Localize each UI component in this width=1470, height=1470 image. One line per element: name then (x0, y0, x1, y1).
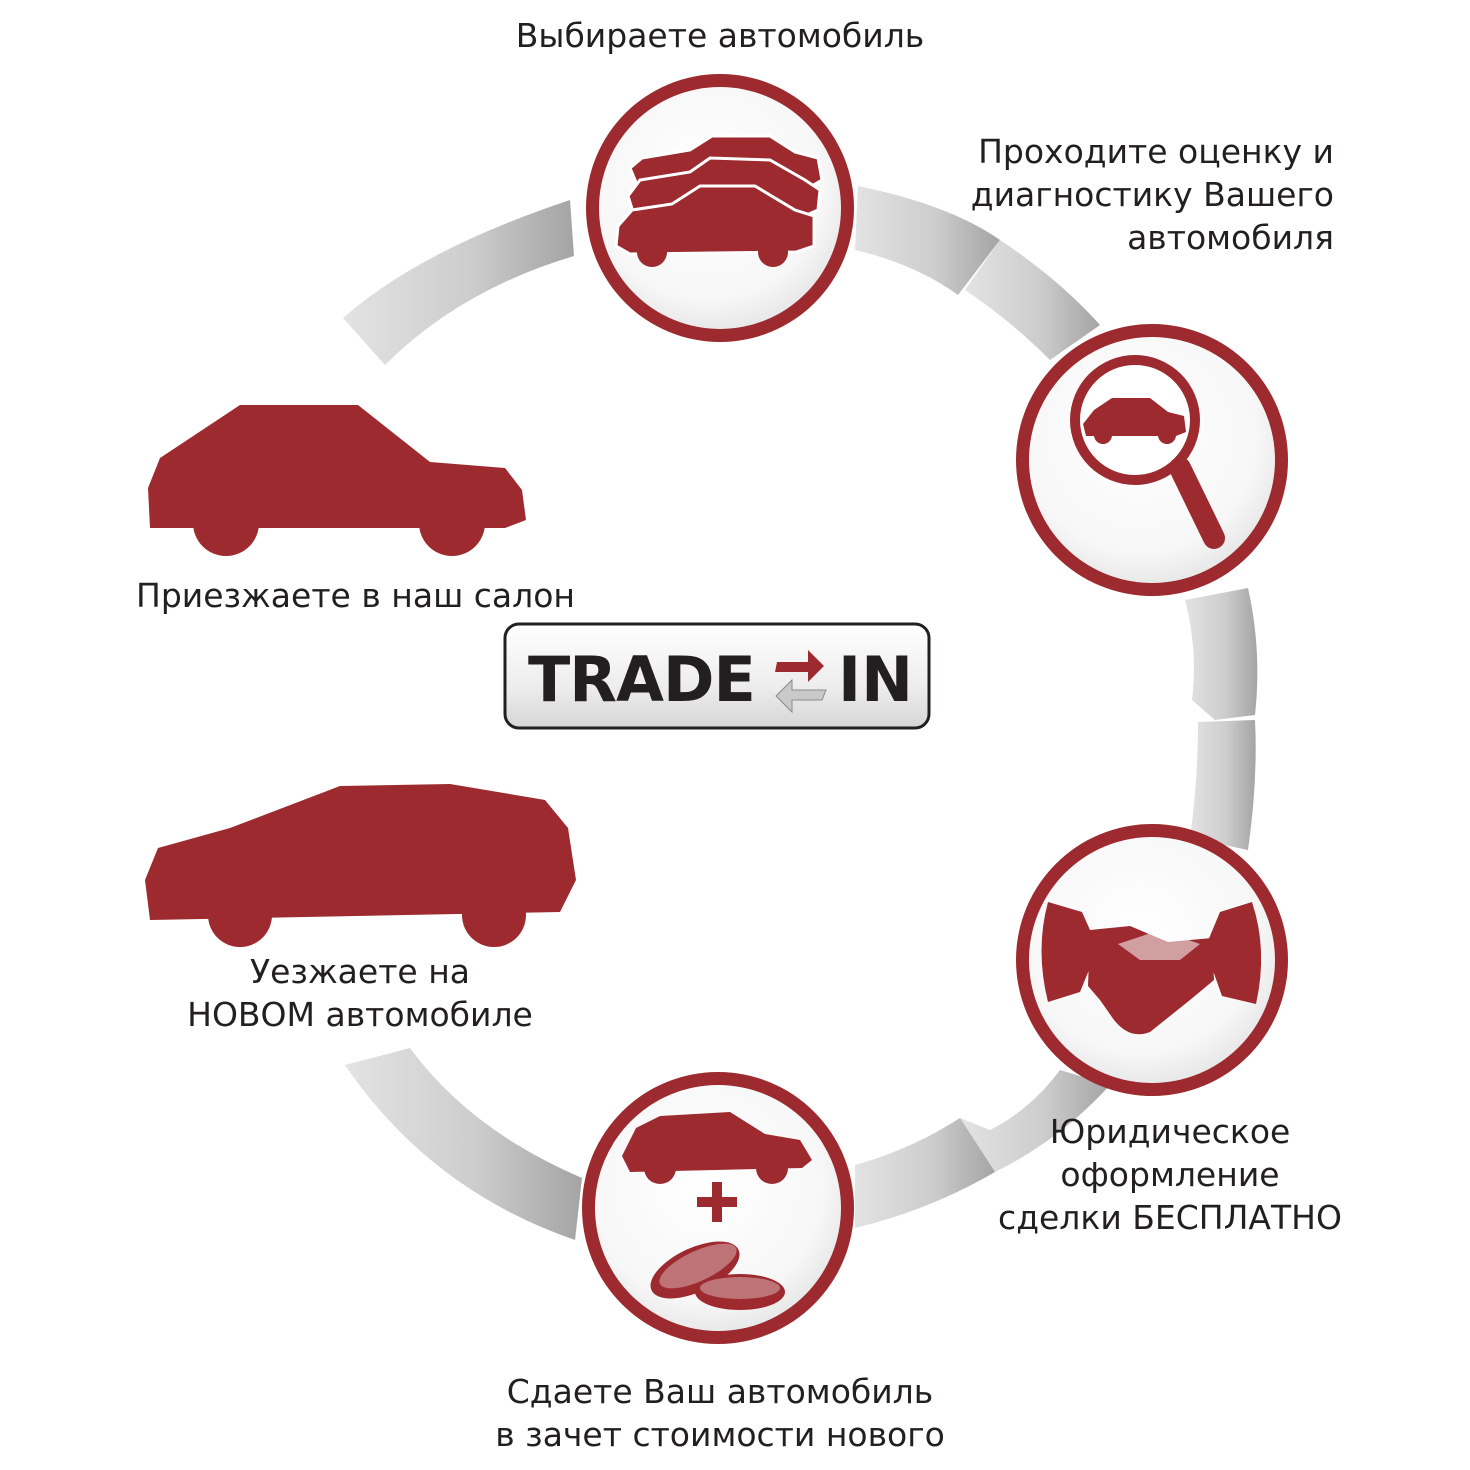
step-circle-evaluation (1016, 324, 1288, 596)
ring-arc-bottom-center (855, 1118, 995, 1228)
logo-text-right: IN (838, 643, 913, 716)
car-plus-coins-icon (622, 1112, 812, 1310)
suv-icon (145, 784, 576, 947)
step-circle-choose-car (586, 74, 854, 342)
step-label-line: Проходите оценку и (978, 132, 1334, 171)
step-label-legal: Юридическое оформление сделки БЕСПЛАТНО (960, 1110, 1380, 1239)
magnifier-car-icon (1070, 355, 1225, 549)
step-label-evaluation: Проходите оценку и диагностику Вашего ав… (900, 130, 1334, 259)
step-label-line: Юридическое (1049, 1112, 1291, 1151)
step-label-line: Сдаете Ваш автомобиль (506, 1372, 934, 1411)
ring-arc-right-upper (1185, 588, 1258, 720)
ring-arc-bottom-left (345, 1048, 582, 1240)
step-label-line: Приезжаете в наш салон (136, 576, 575, 615)
swap-arrows-icon (775, 650, 827, 714)
ring-arc-bottom-right (960, 1070, 1110, 1172)
trade-in-logo (503, 622, 931, 730)
step-label-line: Выбираете автомобиль (515, 16, 925, 55)
step-label-line: диагностику Вашего (970, 175, 1334, 214)
step-circle-legal (1016, 824, 1288, 1096)
step-label-choose-car: Выбираете автомобиль (420, 14, 1020, 57)
step-label-line: сделки БЕСПЛАТНО (998, 1198, 1342, 1237)
ring-arc-top-left (343, 200, 574, 365)
step-label-line: Уезжаете на (249, 952, 471, 991)
step-label-line: автомобиля (1127, 218, 1334, 257)
ring-arc-top-right (855, 186, 1000, 295)
step-label-trade-in: Сдаете Ваш автомобиль в зачет стоимости … (420, 1370, 1020, 1456)
hatchback-icon (148, 405, 526, 556)
step-label-line: в зачет стоимости нового (495, 1415, 945, 1454)
step-label-line: НОВОМ автомобиле (187, 995, 533, 1034)
ring-arc-right-lower (1190, 720, 1256, 850)
stacked-cars-icon (614, 134, 824, 256)
step-label-leave: Уезжаете на НОВОМ автомобиле (140, 950, 580, 1036)
step-circle-trade-in (582, 1072, 854, 1344)
step-label-arrive: Приезжаете в наш салон (136, 574, 616, 617)
step-label-line: оформление (1060, 1155, 1280, 1194)
logo-text-left: TRADE (528, 643, 756, 716)
handshake-icon (1041, 902, 1262, 1035)
ring-arc-top-right-2 (965, 240, 1100, 360)
cycle-ring (343, 186, 1258, 1240)
